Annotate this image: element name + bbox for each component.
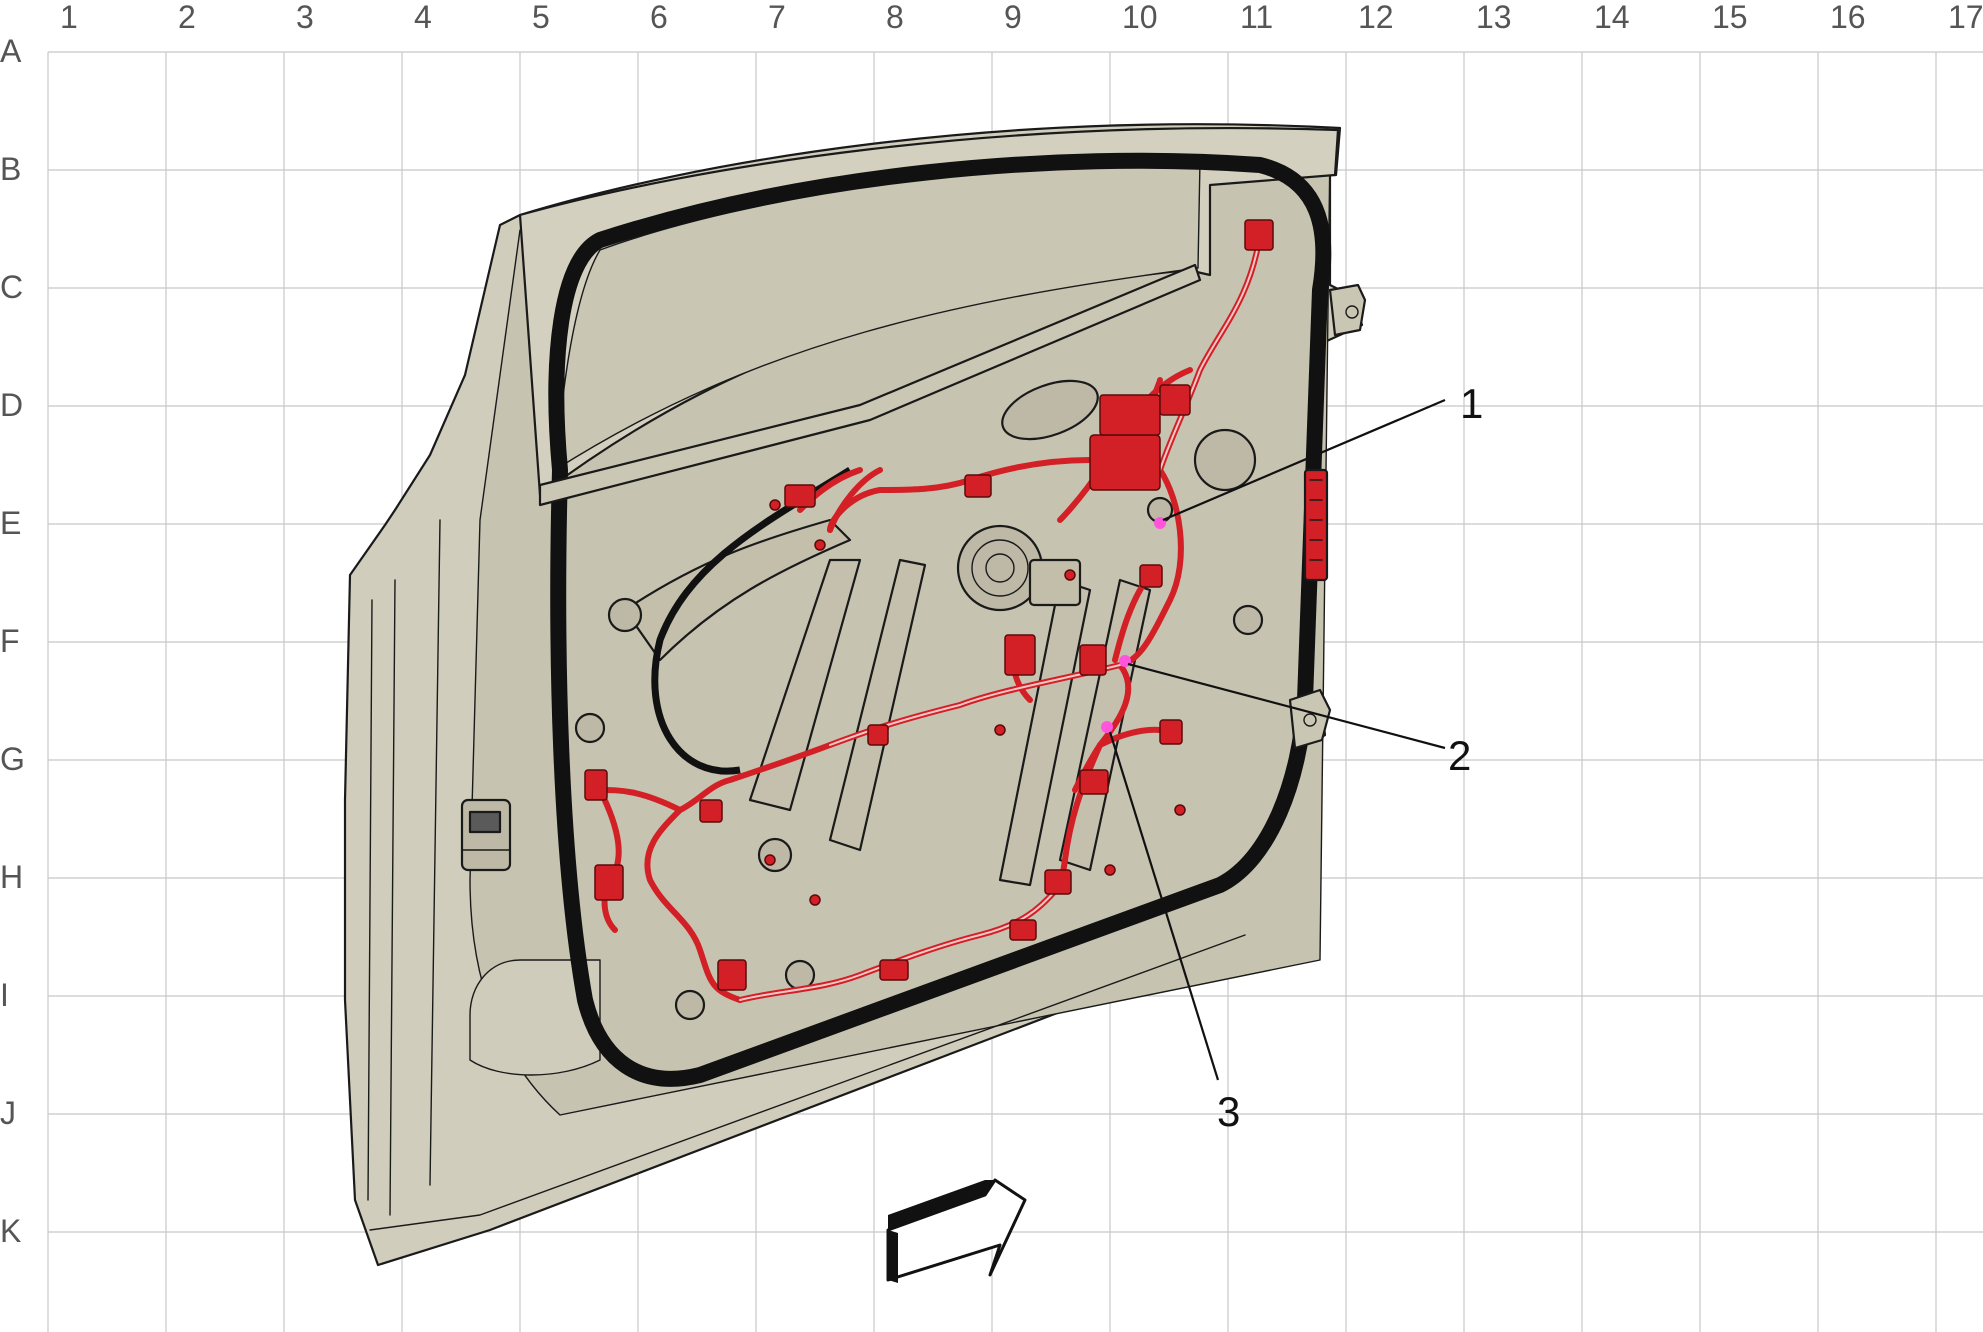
grid-row-labels: ABCDEFGHIJKL	[0, 33, 25, 1332]
window-regulator-rail-3	[998, 578, 1092, 887]
door-edge-line-1	[367, 599, 373, 1201]
grid-row-label: A	[0, 33, 22, 69]
window-regulator-rail-left	[623, 518, 852, 662]
callout-2-label: 2	[1448, 732, 1471, 779]
window-regulator-rail-1	[748, 558, 862, 812]
door-latch	[460, 798, 512, 872]
grid-row-label: B	[0, 151, 21, 187]
grid-column-label: 8	[886, 0, 904, 35]
forward-arrow-icon	[886, 1178, 1027, 1283]
grid-row-label: K	[0, 1213, 21, 1249]
grid-column-label: 2	[178, 0, 196, 35]
grid-row-label: F	[0, 623, 20, 659]
door-lower-hinge	[1288, 688, 1332, 750]
grid-column-label: 1	[60, 0, 78, 35]
grid-row-label: C	[0, 269, 23, 305]
grid-row-label: I	[0, 977, 9, 1013]
grid-column-label: 13	[1476, 0, 1512, 35]
grid-row-label: E	[0, 505, 21, 541]
door-wiring-harness	[584, 219, 1274, 1003]
grid-row-label: D	[0, 387, 23, 423]
grid-column-label: 11	[1240, 0, 1273, 35]
grid-column-label: 15	[1712, 0, 1748, 35]
grid-column-label: 5	[532, 0, 550, 35]
grid-column-label: 6	[650, 0, 668, 35]
callout-1-leader	[1162, 398, 1446, 522]
belt-rail	[538, 263, 1202, 507]
door-upper-hinge	[1328, 283, 1367, 337]
grid-column-label: 9	[1004, 0, 1022, 35]
door-check-strap	[1303, 468, 1329, 582]
grid-column-label: 12	[1358, 0, 1394, 35]
regulator-cable	[651, 467, 852, 775]
callout-3-leader	[1108, 731, 1220, 1081]
grid-column-label: 7	[768, 0, 786, 35]
callout-3-label: 3	[1217, 1088, 1240, 1135]
grid-column-label: 14	[1594, 0, 1630, 35]
grid-column-label: 10	[1122, 0, 1158, 35]
window-regulator-rail-2	[828, 558, 927, 852]
callout-1-label: 1	[1460, 380, 1483, 427]
grid-column-label: 16	[1830, 0, 1866, 35]
door-weatherstrip-seal	[548, 152, 1332, 1087]
door-assembly	[343, 123, 1367, 1267]
grid-column-label: 3	[296, 0, 314, 35]
grid-row-label: G	[0, 741, 25, 777]
door-bottom-edge	[369, 934, 1246, 1231]
door-lower-pocket	[469, 959, 601, 1076]
callout-2-leader	[1127, 662, 1446, 750]
grid-column-label: 17	[1948, 0, 1983, 35]
grid-row-label: J	[0, 1095, 16, 1131]
callout-3-point	[1101, 721, 1113, 733]
grid-column-label: 4	[414, 0, 432, 35]
door-edge-line-2	[389, 579, 396, 1216]
door-edge-line-3	[429, 519, 441, 1186]
grid-row-label: H	[0, 859, 23, 895]
door-speaker-opening	[1001, 379, 1099, 441]
